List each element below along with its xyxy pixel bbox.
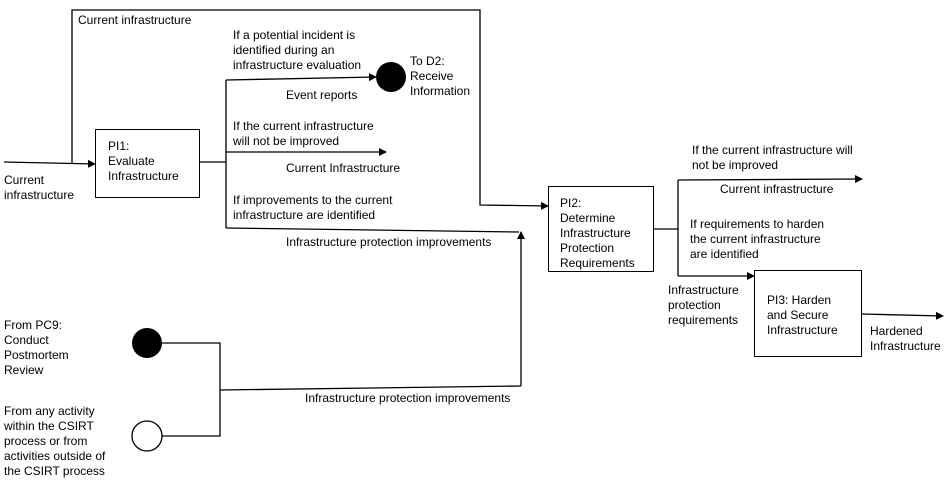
current-infrastructure-arrow-2 [677, 175, 863, 184]
label-current-infrastructure-out-2: Current infrastructure [720, 182, 834, 196]
to-d2-connector [376, 62, 406, 92]
label-from-pc9: From PC9: Conduct Postmortem Review [4, 318, 69, 377]
label-not-improved-condition-2: If the current infrastructure will not b… [692, 143, 853, 172]
from-any-activity-connector [131, 420, 163, 452]
source-connector [162, 342, 221, 437]
event-reports-arrow [225, 73, 377, 82]
label-protection-improvements-2: Infrastructure protection improvements [305, 391, 511, 405]
label-current-infrastructure-input: Current infrastructure [4, 173, 75, 202]
label-current-infrastructure-out-1: Current Infrastructure [286, 161, 401, 175]
input-arrow-current-infrastructure [3, 159, 96, 168]
label-incident-condition: If a potential incident is identified du… [233, 28, 362, 72]
process-pi3-harden-secure: PI3: Harden and Secure Infrastructure [754, 270, 862, 357]
label-harden-condition: If requirements to harden the current in… [690, 217, 825, 261]
label-hardened-infrastructure: Hardened Infrastructure [870, 324, 941, 353]
label-to-d2: To D2: Receive Information [410, 54, 471, 98]
label-not-improved-condition-1: If the current infrastructure will not b… [233, 119, 374, 148]
improvements-arrow [225, 227, 520, 233]
source-to-pi2-line [219, 385, 522, 391]
label-improvements-condition: If improvements to the current infrastru… [233, 193, 393, 222]
bypass-current-infrastructure [71, 9, 549, 210]
hardened-infrastructure-arrow [861, 311, 944, 320]
label-event-reports: Event reports [286, 88, 358, 102]
label-protection-improvements-1: Infrastructure protection improvements [286, 235, 492, 249]
label-from-any-activity: From any activity within the CSIRT proce… [4, 404, 106, 478]
label-current-infrastructure-top: Current infrastructure [78, 13, 192, 27]
process-pi1-evaluate-infrastructure: PI1: Evaluate Infrastructure [95, 129, 200, 198]
process-pi2-determine-requirements: PI2: Determine Infrastructure Protection… [548, 186, 654, 272]
label-protection-requirements: Infrastructure protection requirements [668, 283, 739, 327]
from-pc9-connector [132, 328, 162, 358]
